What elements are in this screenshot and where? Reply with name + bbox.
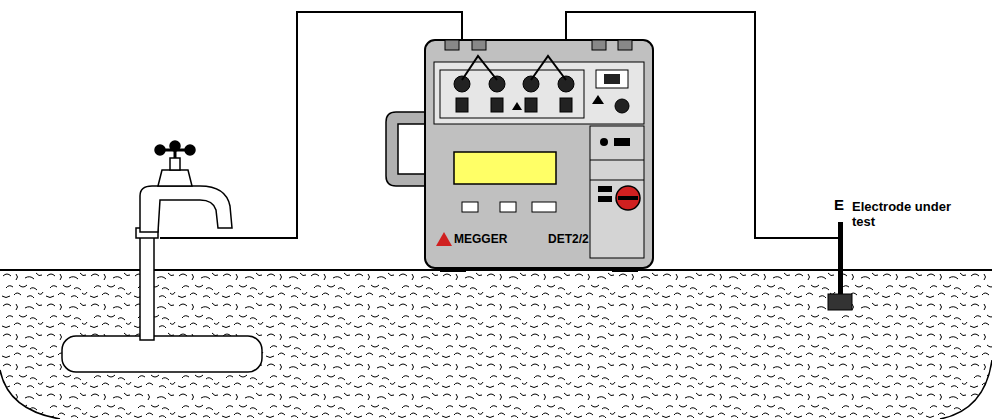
electrode-rod bbox=[828, 222, 852, 310]
model-name: DET2/2 bbox=[548, 233, 592, 247]
brand-name: MEGGER bbox=[454, 233, 534, 247]
earth-tester-instrument bbox=[386, 40, 653, 272]
terminal-letter: E bbox=[834, 196, 854, 213]
water-tap bbox=[140, 141, 232, 232]
water-pipe bbox=[62, 228, 262, 372]
wire-to-tap bbox=[160, 12, 462, 238]
electrode-label: Electrode under test bbox=[852, 200, 952, 230]
